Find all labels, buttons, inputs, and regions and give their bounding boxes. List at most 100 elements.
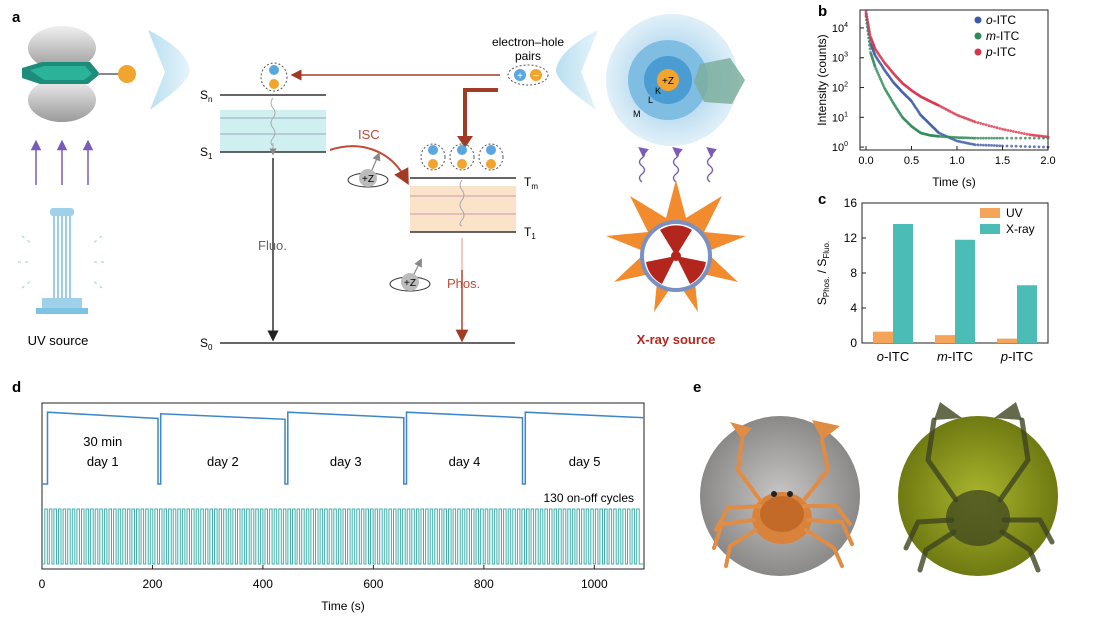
bars-c	[873, 224, 1037, 343]
xray-source-label: X-ray source	[637, 332, 716, 347]
legend-swatch-UV	[980, 208, 1000, 218]
label-fluo: Fluo.	[258, 238, 287, 253]
bar-X-ray-o	[893, 224, 913, 343]
data-point-p-ITC	[1020, 131, 1023, 135]
legend-marker-p	[974, 48, 982, 56]
data-point-p-ITC	[982, 122, 985, 126]
spin-orbit-icon: +Z	[347, 152, 389, 188]
triplet-band	[410, 186, 516, 232]
data-point-m-ITC	[876, 71, 880, 75]
data-point-o-ITC	[984, 143, 988, 147]
data-point-p-ITC	[865, 15, 869, 19]
data-point-p-ITC	[1003, 128, 1007, 132]
xray-waves	[638, 146, 717, 183]
y-tick-label: 103	[832, 52, 848, 65]
data-point-m-ITC	[990, 136, 993, 140]
data-point-o-ITC	[1010, 144, 1013, 148]
data-point-m-ITC	[987, 136, 991, 140]
panel-a: a	[12, 9, 746, 352]
svg-text:−: −	[533, 71, 539, 82]
label-s1: S1	[200, 145, 213, 161]
data-point-p-ITC	[1001, 127, 1004, 131]
data-point-m-ITC	[1019, 136, 1023, 140]
data-point-m-ITC	[976, 136, 980, 140]
x-tick-label: p-ITC	[1000, 349, 1034, 364]
data-point-m-ITC	[1001, 136, 1004, 140]
panel-label-c: c	[818, 191, 826, 208]
singlet-spin-icon	[260, 62, 288, 92]
data-point-p-ITC	[1006, 128, 1010, 132]
x-tick-label: 1.0	[949, 155, 964, 167]
day-label: day 1	[87, 454, 119, 469]
isc-arrow	[329, 145, 409, 186]
data-point-p-ITC	[1025, 132, 1029, 136]
data-point-p-ITC	[866, 20, 870, 24]
day-label: day 2	[207, 454, 239, 469]
data-point-m-ITC	[1014, 136, 1018, 140]
label-s0: S0	[200, 336, 213, 352]
x-tick-label: o-ITC	[877, 349, 910, 364]
data-point-m-ITC	[1037, 136, 1041, 140]
uv-source-label: UV source	[28, 333, 89, 348]
data-point-p-ITC	[984, 123, 988, 127]
data-point-m-ITC	[1010, 136, 1013, 140]
data-point-p-ITC	[868, 30, 871, 34]
day-label: 30 min	[83, 434, 122, 449]
spin-orbit-icon-2: +Z	[389, 258, 431, 292]
data-point-m-ITC	[878, 75, 881, 79]
molecule-illustration	[22, 26, 136, 122]
svg-text:+: +	[517, 71, 523, 82]
legend-marker-m	[974, 32, 982, 40]
cycles-line	[42, 508, 644, 565]
y-tick-label: 100	[832, 141, 848, 154]
y-tick-label: 16	[844, 196, 858, 210]
data-point-m-ITC	[879, 77, 882, 81]
stability-trace	[42, 411, 645, 485]
data-point-p-ITC	[1022, 132, 1026, 136]
arrow-to-tm	[463, 88, 498, 138]
electron-hole-pair-icon: + −	[507, 64, 549, 86]
data-point-m-ITC	[1023, 136, 1027, 140]
x-tick-label: 400	[253, 577, 273, 591]
curved-arrow-right-icon	[556, 30, 598, 110]
data-point-m-ITC	[867, 40, 871, 43]
uv-arrows	[30, 139, 94, 185]
data-point-p-ITC	[990, 124, 993, 128]
x-tick-label: 600	[363, 577, 383, 591]
data-point-o-ITC	[1032, 145, 1036, 149]
data-point-m-ITC	[874, 67, 878, 71]
bar-UV-p	[997, 338, 1017, 343]
data-point-p-ITC	[998, 127, 1002, 130]
data-point-p-ITC	[979, 122, 983, 125]
legend-marker-o	[974, 16, 982, 24]
cycles-label: 130 on-off cycles	[544, 491, 635, 505]
panel-label-e: e	[693, 379, 701, 396]
label-phos: Phos.	[447, 276, 480, 291]
data-point-m-ITC	[880, 79, 883, 83]
plot-frame-b	[859, 9, 1049, 151]
data-point-p-ITC	[976, 121, 980, 125]
data-point-o-ITC	[1014, 144, 1018, 148]
data-point-o-ITC	[1001, 144, 1004, 148]
data-point-m-ITC	[979, 136, 983, 140]
data-point-m-ITC	[998, 136, 1002, 140]
y-tick-label: 102	[832, 82, 848, 95]
data-point-p-ITC	[865, 12, 868, 16]
legend-c: UVX-ray	[980, 206, 1035, 236]
on-off-cycles-trace	[42, 508, 644, 565]
data-point-p-ITC	[987, 124, 991, 127]
data-point-m-ITC	[868, 43, 871, 47]
x-tick-label: 1.5	[995, 155, 1010, 167]
y-axis-label-c: SPhos. / SFluo.	[815, 241, 831, 305]
data-point-m-ITC	[1028, 136, 1032, 140]
data-point-p-ITC	[867, 28, 871, 31]
data-point-o-ITC	[1037, 145, 1041, 149]
x-tick-label: 0.5	[904, 155, 919, 167]
data-point-p-ITC	[867, 25, 871, 29]
data-point-o-ITC	[1042, 145, 1045, 149]
data-point-p-ITC	[866, 17, 869, 21]
data-point-o-ITC	[1023, 145, 1027, 148]
